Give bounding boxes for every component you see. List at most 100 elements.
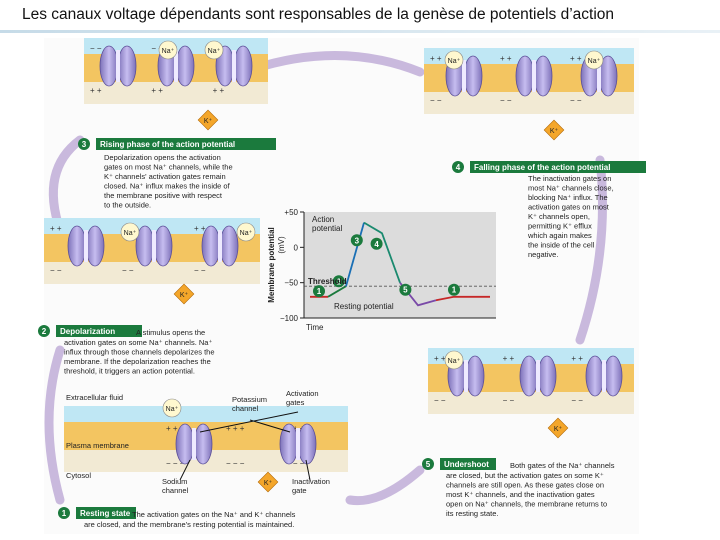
channel-pore — [597, 60, 601, 92]
channel-subunit — [515, 55, 535, 97]
falling-description: activation gates on most — [528, 203, 610, 212]
undershoot-step-number: 5 — [426, 460, 431, 469]
rising-charges-inside: + + — [90, 86, 102, 95]
arrow-5-to-1 — [345, 465, 425, 506]
channel-pore — [602, 360, 606, 392]
channel-pore — [116, 50, 120, 82]
falling-header-bar — [470, 161, 646, 173]
pointer-line — [199, 411, 299, 433]
undershoot-channel-1 — [447, 355, 485, 397]
depolarization-charges-inside: − − — [50, 266, 62, 275]
sodium-channel-label: Sodium — [162, 477, 187, 486]
graph-marker-2-circle — [332, 275, 345, 288]
channel-pore — [174, 50, 178, 82]
falling-step-number: 4 — [456, 163, 461, 172]
channel-pore — [462, 60, 466, 92]
channel-subunit — [537, 355, 557, 397]
y-tick-label: 0 — [294, 243, 299, 252]
depolarization-ion-1: Na⁺ — [124, 230, 137, 237]
undershoot-charges-outside: + + — [503, 354, 515, 363]
falling-ion-2: Na⁺ — [588, 58, 601, 65]
depolarization-charges-outside: + + — [50, 224, 62, 233]
resting-step-number: 1 — [62, 509, 67, 518]
undershoot-ion-2: K⁺ — [554, 426, 563, 433]
rising-charges-inside: + + — [151, 86, 163, 95]
channel-subunit — [67, 225, 87, 267]
arrow-4-to-5 — [575, 155, 607, 345]
resting-header-bar — [76, 507, 136, 519]
cytosol-band — [44, 262, 260, 284]
cytosol-band — [424, 92, 634, 114]
pointer-line — [305, 459, 311, 481]
channel-subunit — [533, 55, 553, 97]
resting-charges-outside: + + + — [226, 424, 245, 433]
rising-description: closed. Na⁺ influx makes the inside of — [104, 182, 231, 191]
arrow-3-to-4 — [245, 51, 425, 77]
depolarization-description: activation gates on some Na⁺ channels. N… — [64, 338, 212, 347]
undershoot-description: channels are still open. As these gates … — [446, 481, 604, 490]
rising-ion-2-shape — [204, 40, 224, 60]
channel-pore — [532, 60, 536, 92]
undershoot-channel-2 — [519, 355, 557, 397]
cycle-arrows — [44, 51, 607, 506]
depolarization-ion-1-shape — [120, 222, 140, 242]
depolarization-channel-2 — [135, 225, 173, 267]
depolarization-description: influx through those channels depolarize… — [64, 348, 215, 357]
activation-gates-label: Activation — [286, 389, 319, 398]
undershoot-description: most K⁺ channels, and the inactivation g… — [446, 490, 595, 499]
resting-step-number-circle — [58, 507, 70, 519]
depolarization-channel-3 — [201, 225, 239, 267]
depolarization-step-number: 2 — [42, 327, 47, 336]
graph-marker-2: 2 — [337, 277, 342, 286]
channel-subunit — [585, 355, 605, 397]
cytosol-band — [428, 392, 634, 414]
undershoot-step-number-circle — [422, 458, 434, 470]
rising-step-number: 3 — [82, 140, 87, 149]
undershoot-header: Undershoot — [444, 460, 489, 469]
falling-ion-3: K⁺ — [550, 128, 559, 135]
channel-subunit — [233, 45, 253, 87]
falling-charges-inside: − − — [430, 96, 442, 105]
resting-ion-2-shape — [257, 471, 279, 493]
channel-subunit — [297, 423, 317, 465]
panel-depolarization: + ++ ++ +− −− −− −Na⁺Na⁺K⁺2Depolarizatio… — [38, 218, 260, 376]
y-tick-label: +50 — [284, 208, 298, 217]
rising-charges-inside: + + — [213, 86, 225, 95]
depolarization-charges-inside: − − — [122, 266, 134, 275]
channel-subunit — [175, 423, 195, 465]
undershoot-charges-inside: − − — [434, 396, 446, 405]
falling-description: permitting K⁺ efflux — [528, 222, 592, 231]
x-axis-title: Time — [306, 323, 324, 332]
action-potential-label: Action — [312, 215, 334, 224]
channel-pore — [536, 360, 540, 392]
arrow-1-to-2 — [44, 345, 65, 505]
channel-pore — [152, 230, 156, 262]
depolarization-step-number-circle — [38, 325, 50, 337]
plasma-membrane-label: Plasma membrane — [66, 441, 129, 450]
rising-ion-3-shape — [197, 109, 219, 131]
undershoot-description: open on Na⁺ channels, the membrane retur… — [446, 500, 607, 509]
depolarization-charges-outside: + + — [194, 224, 206, 233]
falling-channel-2 — [515, 55, 553, 97]
channel-subunit — [603, 355, 623, 397]
graph-plot-area — [304, 212, 496, 318]
rising-description: Depolarization opens the activation — [104, 153, 221, 162]
falling-header: Falling phase of the action potential — [474, 163, 610, 172]
resting-charges-inside: − − − — [226, 459, 245, 468]
curve-depolarization — [327, 285, 347, 298]
y-tick-label: −100 — [280, 314, 299, 323]
rising-charges-outside: − − — [151, 44, 163, 53]
resting-ion-1: Na⁺ — [166, 406, 179, 413]
falling-description: the inside of the cell — [528, 241, 595, 250]
activation-gates-label: gates — [286, 398, 305, 407]
inactivation-gate-label: Inactivation — [292, 477, 330, 486]
resting-charges-inside: − − − — [166, 459, 185, 468]
undershoot-ion-2-shape — [547, 417, 569, 439]
undershoot-ion-1-shape — [444, 350, 464, 370]
resting-header: Resting state — [80, 509, 131, 518]
falling-ion-1: Na⁺ — [448, 58, 461, 65]
channel-pore — [464, 360, 468, 392]
